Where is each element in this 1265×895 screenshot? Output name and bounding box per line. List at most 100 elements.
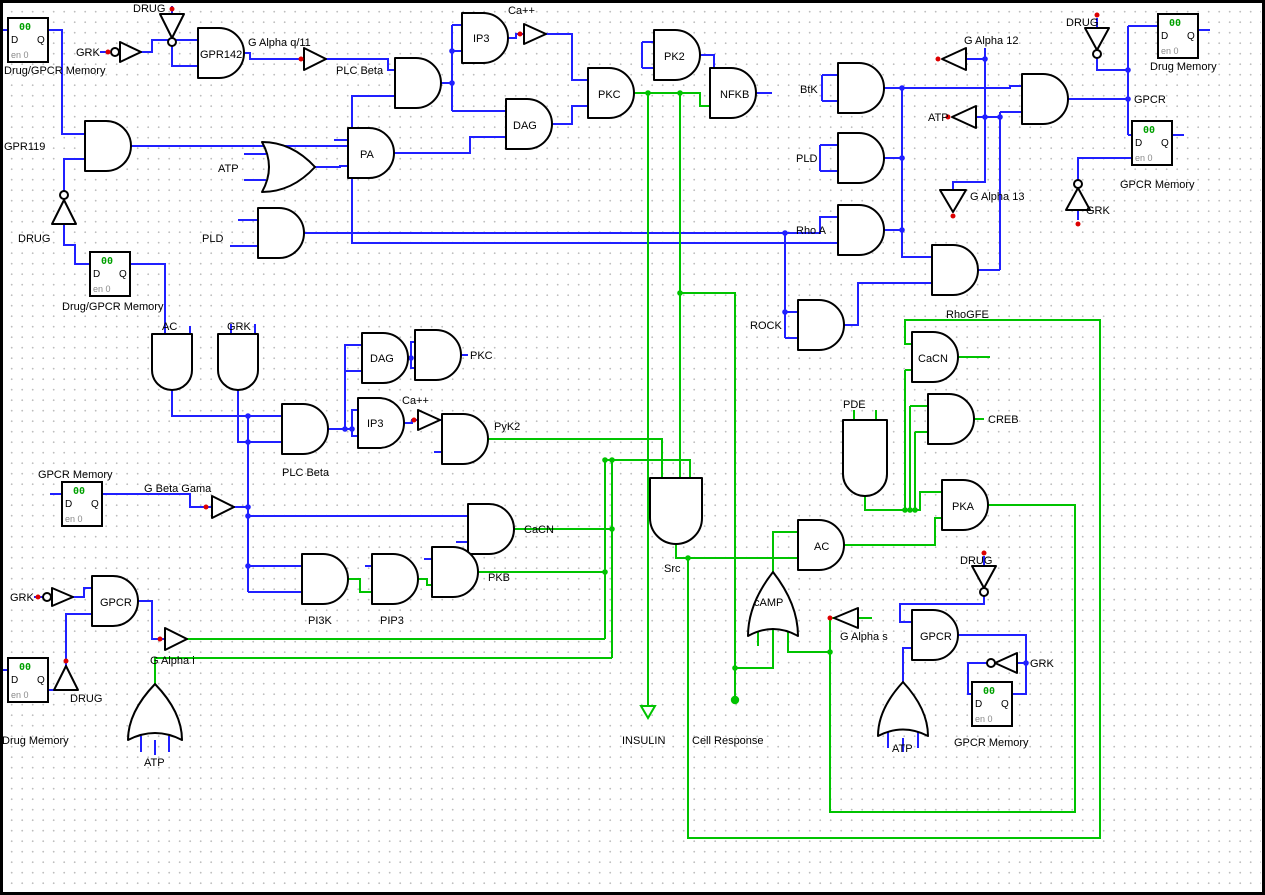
and-gate-src[interactable] (649, 477, 703, 545)
and-gate-ip3-top[interactable] (461, 12, 509, 64)
and-gate-pi3k[interactable] (301, 553, 349, 605)
and-gate-ip3-mid[interactable] (357, 397, 405, 449)
and-gate-gpcr-bottomright[interactable] (911, 609, 959, 661)
buffer-drug-bottomleft[interactable] (53, 665, 79, 691)
inverter-grk-topleft-bubble (110, 47, 120, 57)
and-gate-pkc-mid[interactable] (414, 329, 462, 381)
and-gate-rho-a[interactable] (837, 204, 885, 256)
flipflop-drug-memory-bottomleft[interactable]: 00 D Q en 0 (7, 657, 49, 703)
label-drug-memory-bottomleft: Drug Memory (2, 735, 69, 747)
label-ac-midleft: AC (162, 321, 177, 333)
and-gate-pip3[interactable] (371, 553, 419, 605)
svg-text:en 0: en 0 (93, 284, 111, 294)
wire-junctions-active (602, 90, 918, 705)
and-gate-ac-midleft[interactable] (151, 333, 193, 391)
and-gate-pld-right[interactable] (837, 132, 885, 184)
svg-text:D: D (975, 699, 982, 710)
and-gate-dag-mid[interactable] (361, 332, 409, 384)
and-gate-btk[interactable] (837, 62, 885, 114)
and-gate-ac-right[interactable] (797, 519, 845, 571)
label-dag-top: DAG (513, 120, 537, 132)
and-gate-gpcr-left[interactable] (91, 575, 139, 627)
and-gate-pkc-top[interactable] (587, 67, 635, 119)
label-gpcr-memory-left: GPCR Memory (38, 469, 113, 481)
cell-response-node[interactable] (730, 695, 740, 705)
inverter-drug-left[interactable] (51, 199, 77, 225)
label-btk: BtK (800, 84, 818, 96)
and-gate-pa[interactable] (347, 127, 395, 179)
inverter-grk-bottomright[interactable] (994, 652, 1018, 674)
flipflop-drug-gpcr-memory-1[interactable]: 00 D Q en 0 (7, 17, 49, 63)
buffer-g-alpha-q11[interactable] (303, 47, 327, 71)
buffer-ca-mid[interactable] (417, 409, 441, 431)
and-gate-plc-beta-top[interactable] (394, 57, 442, 109)
buffer-g-alpha-12[interactable] (941, 47, 967, 71)
svg-text:D: D (11, 675, 18, 686)
label-pkb: PKB (488, 572, 510, 584)
and-gate-nfkb[interactable] (709, 67, 757, 119)
and-gate-cacn-mid[interactable] (467, 503, 515, 555)
label-g-alpha-12: G Alpha 12 (964, 35, 1018, 47)
label-grk-right: GRK (1086, 205, 1111, 217)
label-plc-beta-top: PLC Beta (336, 65, 384, 77)
flipflop-drug-memory-topright[interactable]: 00 D Q en 0 (1157, 13, 1199, 59)
svg-text:Q: Q (1161, 138, 1169, 149)
or-gate-camp[interactable] (747, 571, 799, 637)
buffer-g-alpha-s[interactable] (833, 607, 859, 629)
svg-text:Q: Q (37, 35, 45, 46)
svg-text:00: 00 (101, 256, 113, 267)
label-cacn-right: CaCN (918, 353, 948, 365)
label-g-beta-gama: G Beta Gama (144, 483, 212, 495)
and-gate-pde[interactable] (842, 419, 888, 497)
label-grk-left: GRK (10, 592, 35, 604)
or-gate-atp-topleft[interactable] (261, 141, 316, 193)
label-drug-left: DRUG (18, 233, 50, 245)
svg-text:D: D (1135, 138, 1142, 149)
and-gate-rock[interactable] (797, 299, 845, 351)
and-gate-gpcr-right[interactable] (1021, 73, 1069, 125)
svg-text:00: 00 (1143, 125, 1155, 136)
label-g-alpha-q11: G Alpha q/11 (248, 37, 311, 49)
and-gate-gpr142[interactable] (197, 27, 245, 79)
and-gate-pyk2[interactable] (441, 413, 489, 465)
and-gate-creb[interactable] (927, 393, 975, 445)
and-gate-pka[interactable] (941, 479, 989, 531)
inverter-grk-right[interactable] (1065, 187, 1091, 211)
flipflop-gpcr-memory-bottomright[interactable]: 00 D Q en 0 (971, 681, 1013, 727)
label-gpcr-right: GPCR (1134, 94, 1166, 106)
inverter-drug-topleft[interactable] (159, 13, 185, 39)
inverter-drug-left-bubble (59, 190, 69, 200)
buffer-ca-top[interactable] (523, 23, 547, 45)
and-gate-pld-topleft[interactable] (257, 207, 305, 259)
buffer-g-alpha-i[interactable] (164, 627, 188, 651)
output-pin-insulin[interactable] (639, 705, 657, 720)
svg-text:en 0: en 0 (1161, 46, 1179, 56)
svg-text:00: 00 (1169, 18, 1181, 29)
and-gate-grk-midleft[interactable] (217, 333, 259, 391)
label-gpcr-bottomright: GPCR (920, 631, 952, 643)
flipflop-gpcr-memory-right[interactable]: 00 D Q en 0 (1131, 120, 1173, 166)
svg-text:D: D (93, 269, 100, 280)
buffer-g-beta-gama[interactable] (211, 495, 235, 519)
label-pkc-mid: PKC (470, 350, 493, 362)
flipflop-gpcr-memory-left[interactable]: 00 D Q en 0 (61, 481, 103, 527)
and-gate-dag-top[interactable] (505, 98, 553, 150)
or-gate-atp-bottomright[interactable] (877, 681, 929, 737)
inverter-drug-bottomright[interactable] (971, 565, 997, 589)
buffer-g-alpha-13[interactable] (939, 189, 967, 213)
inverter-drug-topright[interactable] (1084, 27, 1110, 51)
flipflop-drug-gpcr-memory-2[interactable]: 00 D Q en 0 (89, 251, 131, 297)
and-gate-pkb[interactable] (431, 546, 479, 598)
and-gate-gpr119[interactable] (84, 120, 132, 172)
label-dag-mid: DAG (370, 353, 394, 365)
and-gate-rhogfe[interactable] (931, 244, 979, 296)
buffer-atp-right[interactable] (951, 105, 977, 129)
label-nfkb: NFKB (720, 89, 749, 101)
and-gate-cacn-right[interactable] (911, 331, 959, 383)
and-gate-pk2[interactable] (653, 29, 701, 81)
and-gate-plc-beta-mid[interactable] (281, 403, 329, 455)
label-drug-memory-topright: Drug Memory (1150, 61, 1217, 73)
or-gate-atp-bottomleft[interactable] (127, 683, 183, 741)
